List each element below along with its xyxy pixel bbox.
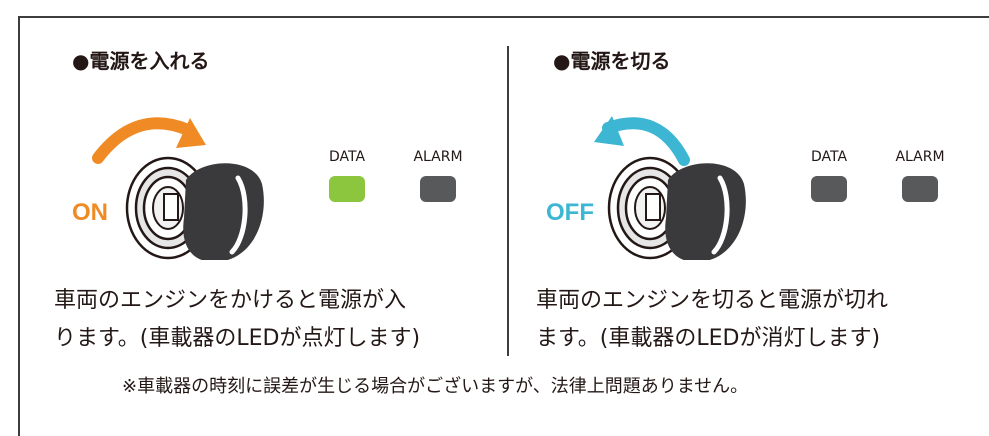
clockwise-arrow-icon bbox=[92, 117, 206, 164]
power-off-description-line-1: 車両のエンジンを切ると電源が切れ bbox=[536, 288, 889, 313]
manual-page: ●電源を入れる ON DATA ALARM 車両のエンジンをかけると電源が入 り… bbox=[18, 16, 989, 436]
power-on-description-line-1: 車両のエンジンをかけると電源が入 bbox=[54, 288, 407, 313]
section-divider bbox=[507, 46, 509, 356]
on-switch-label: ON bbox=[72, 199, 108, 226]
data-led-label: DATA bbox=[810, 149, 848, 165]
alarm-led-indicator bbox=[420, 176, 456, 202]
ignition-on-illustration: ON bbox=[72, 117, 264, 260]
data-led-label: DATA bbox=[328, 149, 366, 165]
alarm-led-label: ALARM bbox=[413, 149, 463, 165]
key-icon bbox=[665, 163, 746, 260]
power-off-description: 車両のエンジンを切ると電源が切れ ます。(車載器のLEDが消灯します) bbox=[536, 282, 888, 358]
alarm-led-label: ALARM bbox=[895, 149, 945, 165]
ignition-off-illustration: OFF bbox=[546, 116, 746, 260]
counterclockwise-arrow-icon bbox=[594, 116, 690, 166]
alarm-led-indicator bbox=[902, 176, 938, 202]
power-on-description: 車両のエンジンをかけると電源が入 ります。(車載器のLEDが点灯します) bbox=[54, 282, 420, 358]
footnote: ※車載器の時刻に誤差が生じる場合がございますが、法律上問題ありません。 bbox=[122, 376, 749, 397]
data-led-indicator-lit bbox=[329, 176, 365, 202]
key-icon bbox=[183, 163, 264, 260]
power-off-heading: ●電源を切る bbox=[553, 49, 671, 73]
off-switch-label: OFF bbox=[546, 199, 594, 226]
data-led-indicator bbox=[811, 176, 847, 202]
power-off-description-line-2: ます。(車載器のLEDが消灯します) bbox=[536, 326, 881, 351]
power-on-heading: ●電源を入れる bbox=[72, 49, 210, 73]
content-frame bbox=[18, 16, 989, 436]
power-on-description-line-2: ります。(車載器のLEDが点灯します) bbox=[54, 326, 421, 351]
